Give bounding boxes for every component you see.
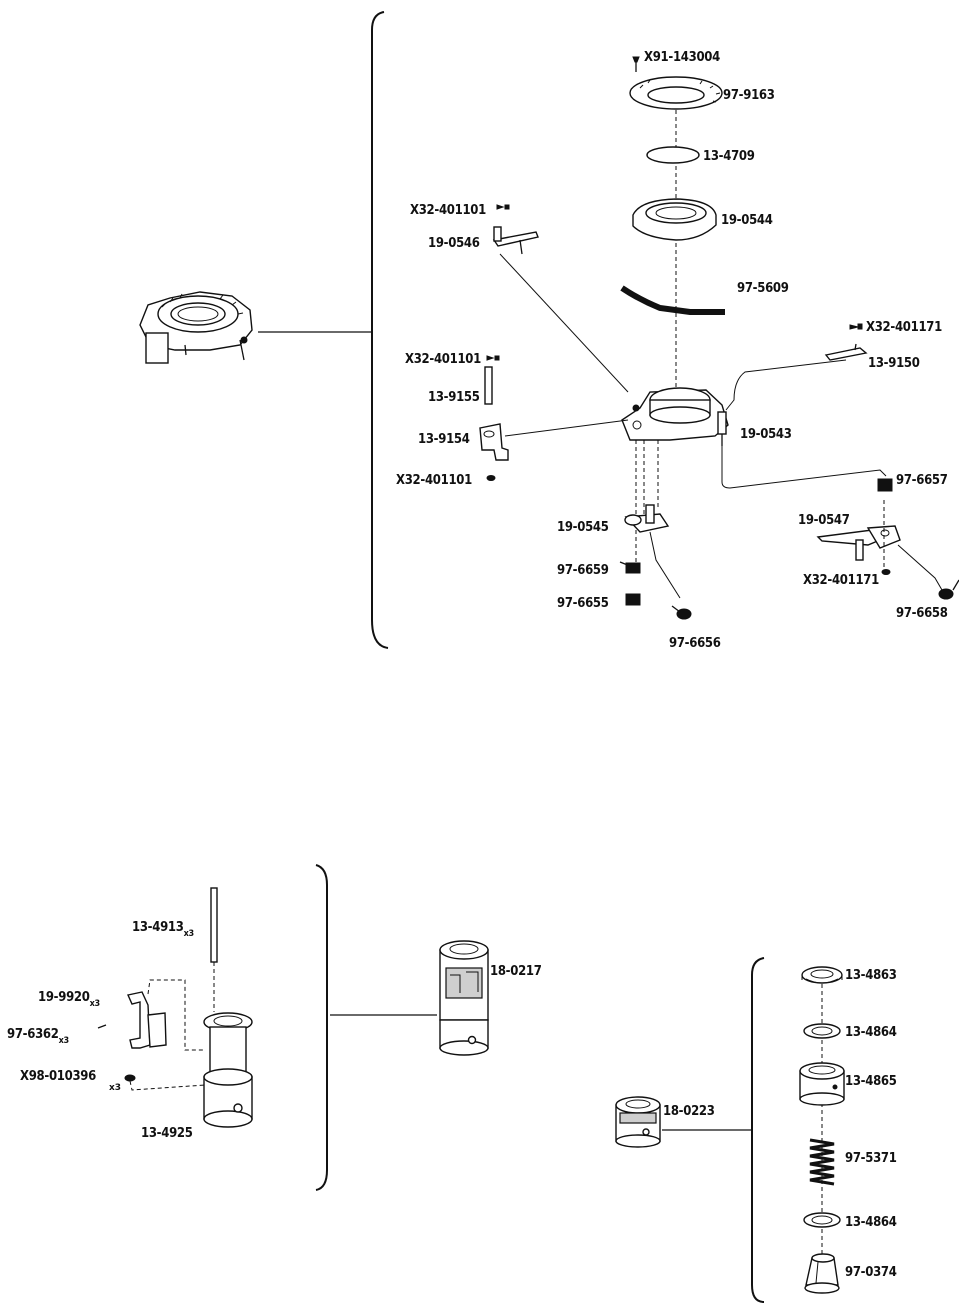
part-97-6659-spring (619, 561, 641, 574)
part-97-0374-sleeve (804, 1253, 840, 1294)
bottom-left-labels: 13-4913x3 19-9920x3 97-6362x3 X98-010396… (7, 920, 542, 1141)
part-97-5371-spring (809, 1138, 835, 1186)
label-97-6362-text: 97-6362 (7, 1027, 59, 1042)
part-13-4865-collar (799, 1062, 845, 1106)
label-18-0223: 18-0223 (663, 1104, 715, 1119)
label-97-5371: 97-5371 (845, 1151, 897, 1166)
bottom-left-bracket (315, 864, 328, 1191)
part-13-4863-nut (801, 966, 843, 984)
label-13-9150: 13-9150 (868, 356, 920, 371)
label-13-4864-a: 13-4864 (845, 1025, 897, 1040)
label-13-4865: 13-4865 (845, 1074, 897, 1089)
screw-x32-401171-b (881, 569, 891, 575)
part-19-0546-lever (492, 226, 629, 393)
part-18-0223-assembly (615, 1096, 661, 1148)
label-13-4913-text: 13-4913 (132, 920, 184, 935)
screw-x32-401101-a (496, 204, 510, 210)
part-97-6655-spring (625, 593, 641, 606)
part-19-9920-clip (127, 991, 167, 1049)
part-97-6362-pin (97, 1024, 107, 1029)
part-19-0543-plate (621, 387, 729, 446)
label-13-4863: 13-4863 (845, 968, 897, 983)
label-19-9920: 19-9920x3 (38, 990, 100, 1009)
part-13-9154-bracket (479, 423, 509, 461)
part-19-0547-lever (816, 500, 901, 570)
qty-13-4913: x3 (184, 929, 194, 939)
part-97-6657-spring (877, 478, 893, 492)
label-13-4864-b: 13-4864 (845, 1215, 897, 1230)
label-x32-401171-a: X32-401171 (866, 320, 942, 335)
label-19-0544: 19-0544 (721, 213, 773, 228)
part-13-4913-rod (210, 887, 218, 963)
label-19-0547: 19-0547 (798, 513, 850, 528)
label-19-0546: 19-0546 (428, 236, 480, 251)
part-97-6658-spring (897, 544, 959, 600)
label-97-6659: 97-6659 (557, 563, 609, 578)
top-bracket (371, 11, 389, 649)
screw-x32-401171-a (849, 323, 863, 330)
part-97-6656-spring (671, 605, 692, 620)
label-97-5609: 97-5609 (737, 281, 789, 296)
screw-x32-401101-b (486, 355, 500, 361)
part-18-0217-assembly (439, 940, 489, 1056)
label-13-9154: 13-9154 (418, 432, 470, 447)
bottom-right-bracket (751, 957, 765, 1303)
screw-x91-143004 (632, 56, 640, 72)
label-13-9155: 13-9155 (428, 390, 480, 405)
part-13-4864-washer-b (803, 1212, 841, 1228)
label-97-6656: 97-6656 (669, 636, 721, 651)
label-97-0374: 97-0374 (845, 1265, 897, 1280)
label-97-6657: 97-6657 (896, 473, 948, 488)
label-x32-401101-c: X32-401101 (396, 473, 472, 488)
part-13-4925-holder (203, 1012, 253, 1128)
label-13-4913: 13-4913x3 (132, 920, 194, 939)
part-13-4864-washer-a (803, 1023, 841, 1039)
label-x32-401101-a: X32-401101 (410, 203, 486, 218)
label-18-0217: 18-0217 (490, 964, 542, 979)
part-97-9163-ring (629, 76, 723, 110)
screw-x32-401101-c (486, 475, 496, 481)
top-assembly-illustration (139, 291, 253, 364)
label-x32-401171-b: X32-401171 (803, 573, 879, 588)
part-19-0545 (624, 504, 670, 533)
label-97-6658: 97-6658 (896, 606, 948, 621)
top-labels: X91-143004 97-9163 13-4709 19-0544 97-56… (396, 50, 948, 651)
label-x91-143004: X91-143004 (644, 50, 720, 65)
label-97-6655: 97-6655 (557, 596, 609, 611)
part-13-4709-ring (646, 146, 700, 164)
part-97-5609-spring (620, 285, 725, 315)
qty-97-6362: x3 (59, 1036, 69, 1046)
label-x32-401101-b: X32-401101 (405, 352, 481, 367)
part-x98-010396 (124, 1074, 136, 1082)
part-19-0544-cam (632, 198, 717, 241)
label-97-9163: 97-9163 (723, 88, 775, 103)
label-13-4925: 13-4925 (141, 1126, 193, 1141)
part-13-9155-pin (484, 366, 493, 405)
label-19-9920-text: 19-9920 (38, 990, 90, 1005)
label-19-0545: 19-0545 (557, 520, 609, 535)
label-97-6362: 97-6362x3 (7, 1027, 69, 1046)
label-19-0543: 19-0543 (740, 427, 792, 442)
qty-x98-010396: x3 (109, 1083, 121, 1093)
qty-19-9920: x3 (90, 999, 100, 1009)
bottom-right-labels: 13-4863 13-4864 13-4865 97-5371 13-4864 … (663, 968, 897, 1280)
part-13-9150-lever (824, 343, 868, 361)
label-13-4709: 13-4709 (703, 149, 755, 164)
label-x98-010396: X98-010396 (20, 1069, 96, 1084)
